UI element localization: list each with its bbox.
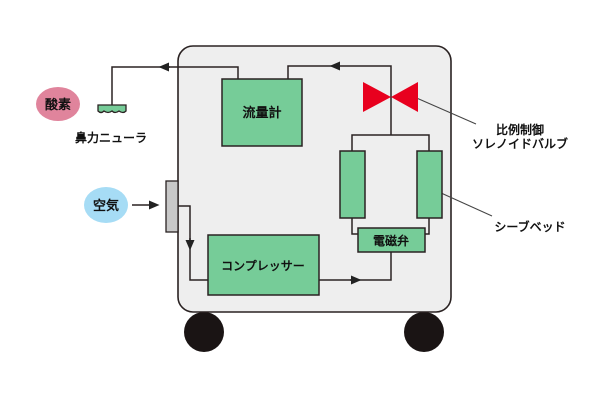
flowmeter-box [221, 78, 303, 147]
oxygen-label: 酸素 [45, 97, 71, 113]
air-intake-filter [165, 180, 179, 233]
compressor-label: コンプレッサー [221, 258, 305, 273]
sieve-bed-right [416, 150, 443, 219]
valve-label-line2: ソレノイドバルブ [472, 136, 568, 151]
wheel-left [184, 312, 224, 352]
oxygen-bubble [36, 87, 80, 121]
solenoid-label: 電磁弁 [373, 233, 409, 248]
solenoid-valve-box [357, 227, 426, 253]
valve-leader-line [411, 95, 477, 125]
proportional-valve-icon [363, 82, 418, 112]
air-label: 空気 [93, 198, 119, 214]
sieve-bed-label: シーブベッド [494, 219, 565, 234]
air-bubble [84, 187, 128, 223]
flowmeter-label: 流量計 [242, 105, 281, 121]
nasal-cannula-icon [97, 104, 127, 114]
cannula-label: 鼻力ニューラ [75, 130, 147, 145]
sieve-bed-left [339, 150, 366, 219]
flow-lines [111, 61, 430, 285]
valve-label-line1: 比例制御 [496, 122, 544, 137]
wheel-right [404, 312, 444, 352]
compressor-box [207, 234, 320, 296]
